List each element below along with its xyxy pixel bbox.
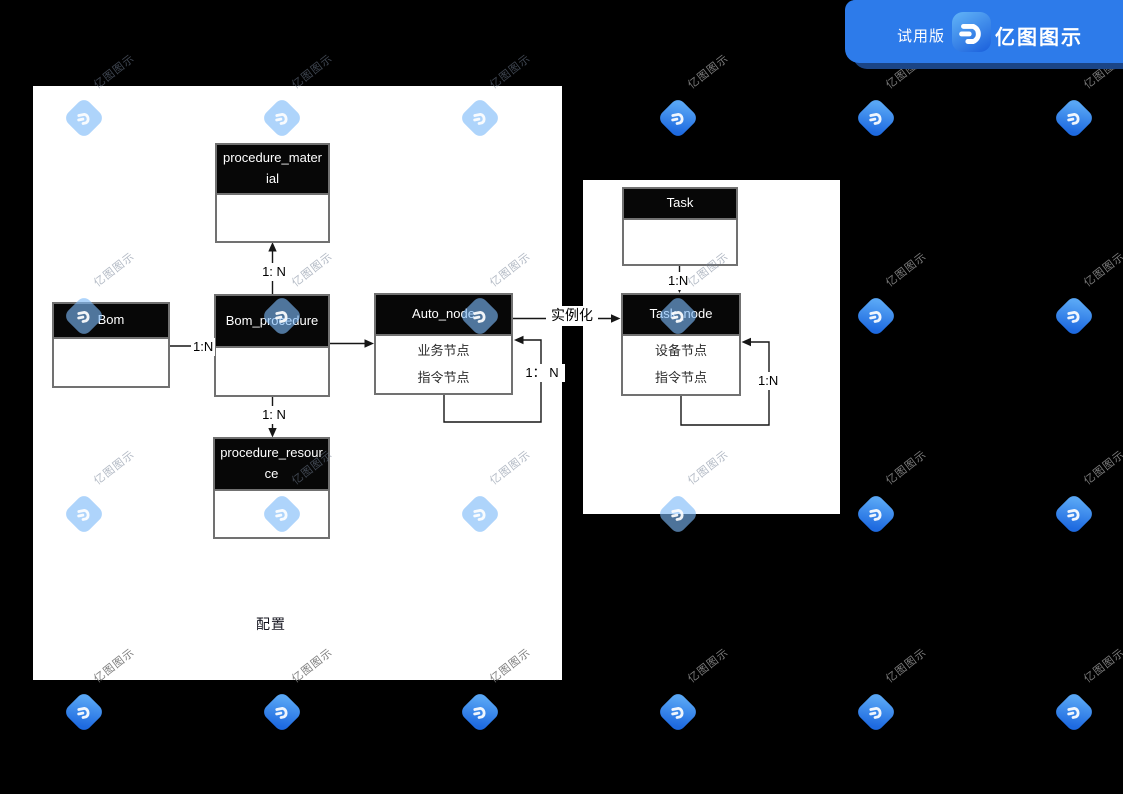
entity-procedure-resource-title: procedure_resource xyxy=(215,439,328,491)
entity-bom-procedure: Bom_procedure xyxy=(214,294,330,397)
entity-procedure-resource-body xyxy=(215,491,328,537)
group-config-label: 配置 xyxy=(256,616,286,632)
task-node-line-2: 指令节点 xyxy=(654,370,707,385)
entity-bom-body xyxy=(54,339,168,386)
entity-auto-node: Auto_node 业务节点 指令节点 xyxy=(374,293,513,395)
brand-name: 亿图图示 xyxy=(995,27,1083,49)
auto-node-line-1: 业务节点 xyxy=(417,342,470,358)
label-bom-to-bomproc: 1:N xyxy=(191,338,216,357)
trial-badge: 试用版 xyxy=(897,28,946,45)
entity-bom-procedure-body xyxy=(216,348,328,395)
task-node-line-1: 设备节点 xyxy=(654,343,707,359)
entity-auto-node-body: 业务节点 指令节点 xyxy=(376,336,511,393)
entity-task-body xyxy=(624,220,736,264)
label-tasknode-loop: 1:N xyxy=(756,372,781,391)
label-bomproc-to-material: 1: N xyxy=(252,263,296,282)
entity-procedure-material-title: procedure_material xyxy=(217,145,328,195)
entity-bom: Bom xyxy=(52,302,170,388)
entity-procedure-material-body xyxy=(217,195,328,241)
entity-bom-procedure-title: Bom_procedure xyxy=(216,296,328,348)
entity-task-node: Task_node 设备节点 指令节点 xyxy=(621,293,741,396)
entity-procedure-resource: procedure_resource xyxy=(213,437,330,539)
entity-task-title: Task xyxy=(624,189,736,220)
trial-banner[interactable]: 试用版 亿图图示 xyxy=(845,0,1123,63)
label-task-to-tasknode: 1:N xyxy=(666,272,691,291)
edraw-logo-icon xyxy=(952,12,991,52)
entity-procedure-material: procedure_material xyxy=(215,143,330,243)
auto-node-line-2: 指令节点 xyxy=(417,369,470,385)
label-bomproc-to-resource: 1: N xyxy=(252,406,296,425)
label-instantiate: 实例化 xyxy=(546,306,598,326)
entity-task: Task xyxy=(622,187,738,266)
entity-task-node-body: 设备节点 指令节点 xyxy=(623,336,739,394)
entity-task-node-title: Task_node xyxy=(623,295,739,336)
label-auto-node-loop: 1： N xyxy=(519,364,565,383)
entity-auto-node-title: Auto_node xyxy=(376,295,511,336)
entity-bom-title: Bom xyxy=(54,304,168,339)
